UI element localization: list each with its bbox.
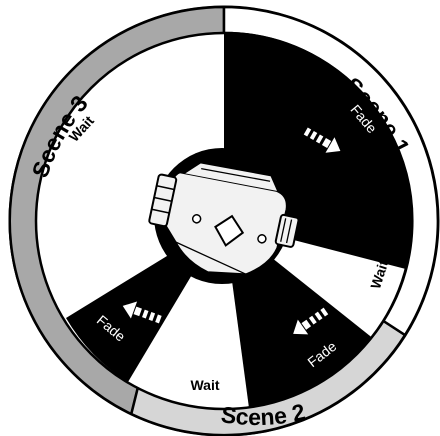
wait-label-scene2: Wait xyxy=(190,377,219,393)
